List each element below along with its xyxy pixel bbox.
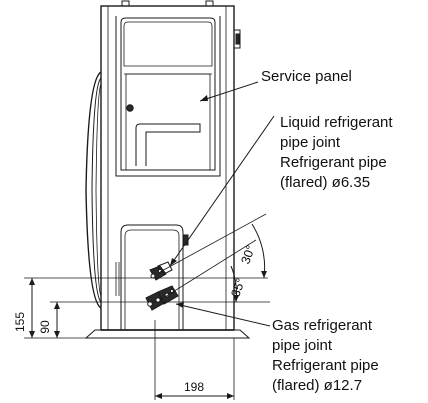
dimension-155-label: 155 xyxy=(13,312,27,332)
pipe-angle-lines: 30° 35° xyxy=(159,213,267,303)
service-panel-label: Service panel xyxy=(261,68,352,85)
dimension-198: 198 xyxy=(154,320,235,400)
dimension-90: 90 xyxy=(38,302,60,338)
gas-pipe-size-label: (flared) ø12.7 xyxy=(272,377,363,394)
fan-grille xyxy=(85,71,102,309)
dimension-90-label: 90 xyxy=(38,320,52,334)
liquid-refrigerant-pipe-label: Refrigerant pipe xyxy=(280,154,387,171)
angle-35-label: 35° xyxy=(228,276,248,299)
dimension-155: 155 xyxy=(13,278,35,338)
gas-refrigerant-label: Gas refrigerant xyxy=(272,317,373,334)
valve-cover xyxy=(115,224,189,330)
liquid-pipe-joint-label: pipe joint xyxy=(280,134,341,151)
angle-30-label: 30° xyxy=(238,243,258,266)
leader-lines xyxy=(169,81,275,327)
liquid-pipe-size-label: (flared) ø6.35 xyxy=(280,174,371,191)
unit-body xyxy=(100,0,241,331)
service-panel xyxy=(115,16,221,177)
unit-base xyxy=(84,329,251,339)
reference-lines xyxy=(24,277,270,339)
gas-pipe-joint-label: pipe joint xyxy=(272,337,333,354)
dimension-198-label: 198 xyxy=(184,380,204,394)
liquid-refrigerant-label: Liquid refrigerant xyxy=(280,114,393,131)
gas-pipe-joint xyxy=(145,285,179,311)
gas-refrigerant-pipe-label: Refrigerant pipe xyxy=(272,357,379,374)
